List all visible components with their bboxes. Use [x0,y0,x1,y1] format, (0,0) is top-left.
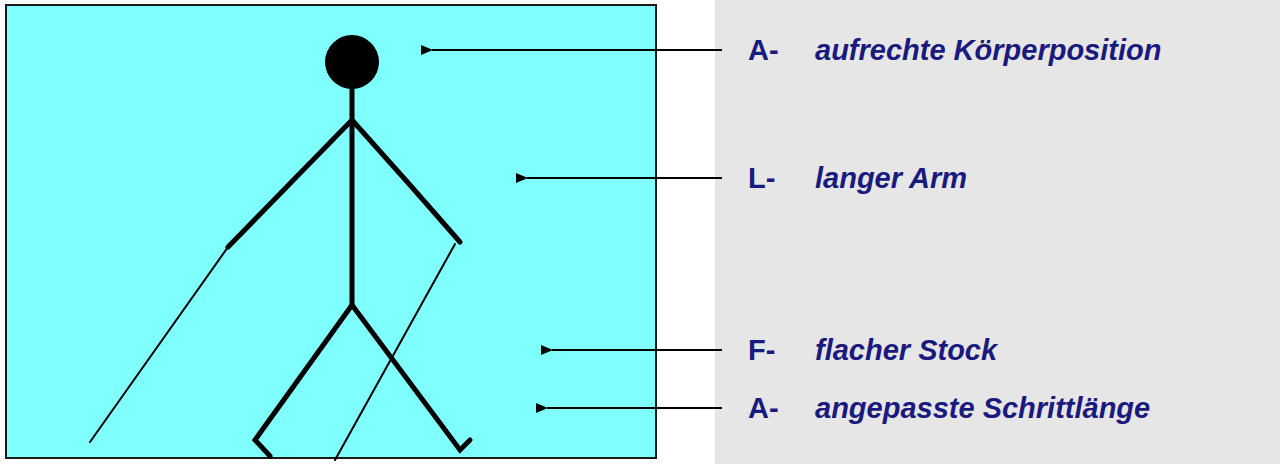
callout-text: langer Arm [815,161,967,195]
leg [352,305,470,450]
pole [90,247,228,442]
leader-arrow [547,407,722,409]
callout-text: flacher Stock [815,333,997,367]
leader-arrow [432,49,722,51]
leader-arrows [432,50,722,408]
head [325,35,379,89]
callout-text: flacher Stock [815,334,997,366]
picture-frame [6,5,656,458]
callout-letter: F- [748,334,775,366]
callout-text: aufrechte Körperposition [815,34,1161,66]
callout-text: angepasste Schrittlänge [815,392,1150,424]
callout-letter: A- [748,392,779,424]
arm [228,120,352,247]
callout-letter: A- [748,33,779,67]
callout-letter: F- [748,333,775,367]
leader-arrow [552,349,722,351]
leg [255,305,352,456]
leader-arrow [527,177,722,179]
arm [352,120,460,242]
callout-letter: L- [748,161,775,195]
callout-letter: L- [748,162,775,194]
side-panel [715,0,1280,464]
callout-text: aufrechte Körperposition [815,33,1161,67]
callout-letter: A- [748,34,779,66]
walker-figure [90,35,470,460]
callout-letter: A- [748,391,779,425]
callout-text: angepasste Schrittlänge [815,391,1150,425]
pole [335,244,455,460]
callout-text: langer Arm [815,162,967,194]
